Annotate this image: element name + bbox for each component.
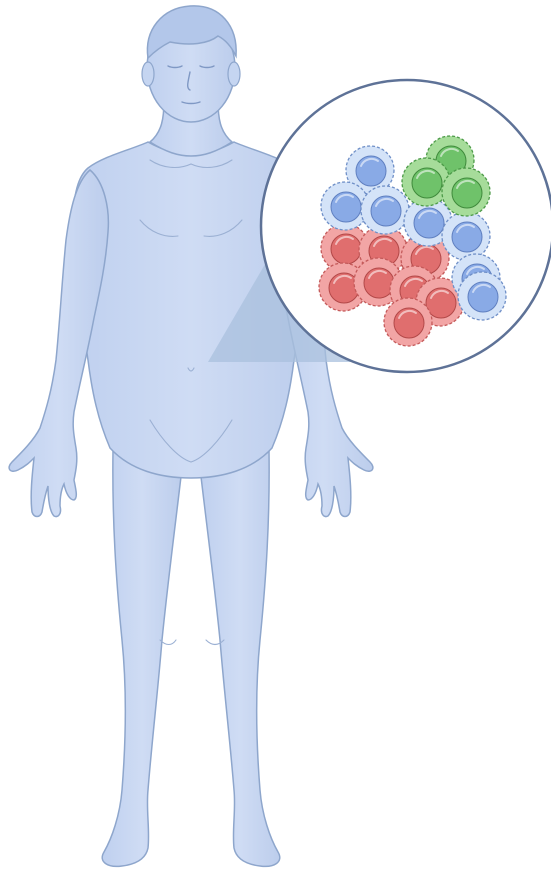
green-cell [402,158,450,206]
right-ear [228,62,240,86]
blue-cell [361,186,409,234]
blue-cell [458,272,506,320]
left-ear [142,62,154,86]
blue-cell [442,212,490,260]
green-cell [442,168,490,216]
right-leg [200,450,280,866]
magnified-view [261,80,551,372]
left-leg [102,450,182,866]
red-cell [384,298,432,346]
